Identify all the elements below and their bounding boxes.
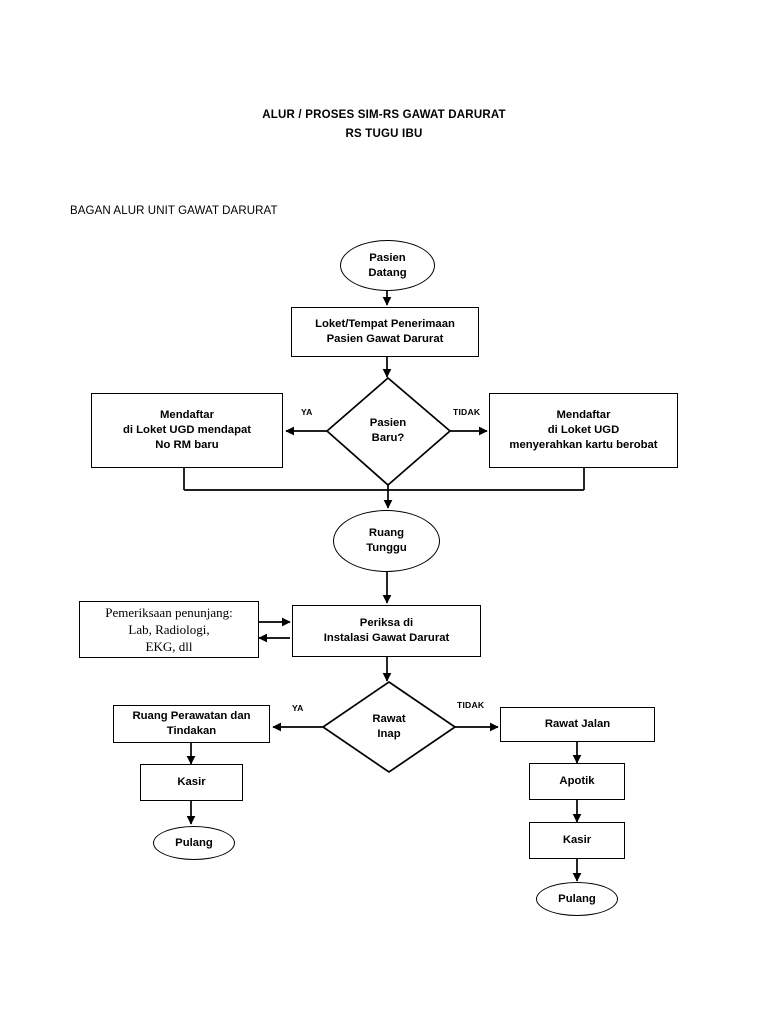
node-pasien-baru: Pasien Baru? xyxy=(336,404,440,458)
edge-label-ya-pasien-baru: YA xyxy=(300,407,314,417)
node-ruang-tunggu-label: Ruang Tunggu xyxy=(366,527,407,554)
node-pulang-jalan: Pulang xyxy=(536,882,618,916)
page-title-line1: ALUR / PROSES SIM-RS GAWAT DARURAT xyxy=(262,109,506,121)
edge-label-ya-rawat-inap: YA xyxy=(291,703,305,713)
node-kasir-jalan: Kasir xyxy=(529,822,625,859)
node-kasir-inap-label: Kasir xyxy=(177,776,206,788)
node-apotik-label: Apotik xyxy=(559,775,595,787)
node-pulang-jalan-label: Pulang xyxy=(558,892,596,905)
node-loket: Loket/Tempat Penerimaan Pasien Gawat Dar… xyxy=(291,307,479,357)
edge-label-tidak-pasien-baru: TIDAK xyxy=(452,407,482,417)
node-pasien-datang-label: Pasien Datang xyxy=(368,251,407,279)
node-ruang-perawatan-label: Ruang Perawatan dan Tindakan xyxy=(132,710,251,737)
node-daftar-baru: Mendaftar di Loket UGD mendapat No RM ba… xyxy=(91,393,283,468)
page-title: ALUR / PROSES SIM-RS GAWAT DARURAT RS TU… xyxy=(0,106,768,144)
node-rawat-jalan-label: Rawat Jalan xyxy=(544,718,611,730)
node-rawat-jalan: Rawat Jalan xyxy=(500,707,655,742)
node-pasien-datang: Pasien Datang xyxy=(340,240,435,291)
node-periksa-igd: Periksa di Instalasi Gawat Darurat xyxy=(292,605,481,657)
node-daftar-lama-label: Mendaftar di Loket UGD menyerahkan kartu… xyxy=(509,409,658,451)
node-pemeriksaan-penunjang: Pemeriksaan penunjang: Lab, Radiologi, E… xyxy=(79,601,259,658)
node-pasien-baru-label: Pasien Baru? xyxy=(369,417,407,444)
node-pulang-inap: Pulang xyxy=(153,826,235,860)
edge-label-tidak-rawat-inap: TIDAK xyxy=(456,700,486,710)
page-title-line2: RS TUGU IBU xyxy=(345,128,423,140)
node-ruang-perawatan: Ruang Perawatan dan Tindakan xyxy=(113,705,270,743)
node-loket-label: Loket/Tempat Penerimaan Pasien Gawat Dar… xyxy=(315,318,455,345)
node-ruang-tunggu: Ruang Tunggu xyxy=(333,510,440,572)
node-apotik: Apotik xyxy=(529,763,625,800)
node-rawat-inap: Rawat Inap xyxy=(337,700,441,754)
node-pulang-inap-label: Pulang xyxy=(175,836,213,849)
node-kasir-jalan-label: Kasir xyxy=(562,834,592,846)
node-daftar-lama: Mendaftar di Loket UGD menyerahkan kartu… xyxy=(489,393,678,468)
node-daftar-baru-label: Mendaftar di Loket UGD mendapat No RM ba… xyxy=(122,409,252,451)
node-kasir-inap: Kasir xyxy=(140,764,243,801)
node-pemeriksaan-penunjang-label: Pemeriksaan penunjang: Lab, Radiologi, E… xyxy=(105,605,233,654)
section-label: BAGAN ALUR UNIT GAWAT DARURAT xyxy=(70,205,278,217)
node-rawat-inap-label: Rawat Inap xyxy=(372,713,406,740)
node-periksa-igd-label: Periksa di Instalasi Gawat Darurat xyxy=(323,617,450,644)
